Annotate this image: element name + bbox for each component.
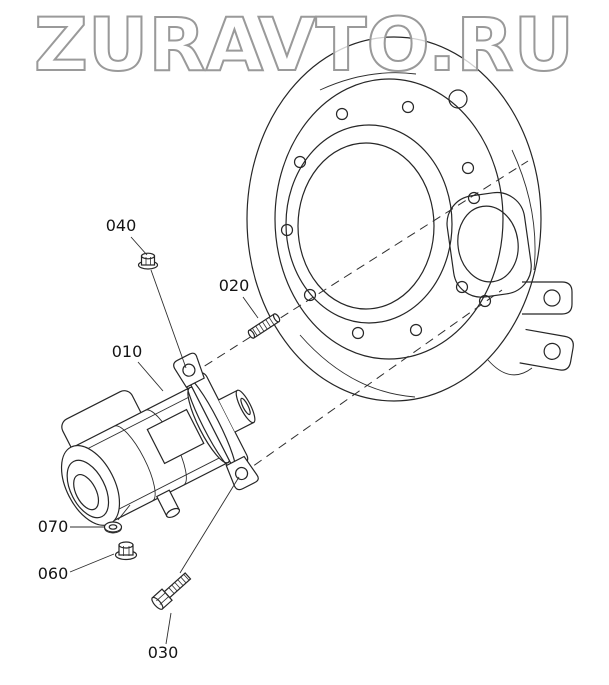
site-watermark: ZURAVTO.RU — [34, 3, 574, 88]
stud-020-drawing — [247, 313, 281, 339]
part-label-060: 060 — [38, 564, 69, 583]
assembly-line-nut040-to-ear — [150, 269, 187, 369]
starter-nose — [218, 389, 256, 433]
housing-inner-rim — [274, 78, 504, 360]
nut-060-drawing — [114, 541, 138, 561]
starter-rear-cap — [60, 444, 121, 526]
assembly-line-washer-to-stud — [117, 504, 131, 521]
housing-bolt-holes — [280, 100, 475, 340]
housing-central-bore-inner — [297, 142, 435, 310]
housing-central-bore — [285, 124, 453, 324]
starter-mounting-pad — [446, 191, 532, 298]
bolt-threads — [168, 574, 190, 594]
stud-threads — [251, 317, 275, 336]
pad-stud-hole-top — [467, 191, 481, 205]
housing-lug-upper — [522, 281, 573, 315]
part-label-030: 030 — [148, 643, 179, 662]
housing-top-eyelet — [448, 89, 468, 109]
part-label-010: 010 — [112, 342, 143, 361]
flywheel-housing — [246, 36, 574, 402]
housing-lug-lower — [519, 328, 574, 371]
alignment-dashed-line-bottom — [241, 289, 503, 475]
leader-040 — [130, 236, 148, 256]
leader-lines — [69, 236, 259, 645]
leader-030 — [165, 612, 172, 645]
leader-060 — [69, 553, 115, 573]
leader-010 — [137, 361, 164, 392]
part-label-040: 040 — [106, 216, 137, 235]
starter-motor-drawing — [60, 352, 259, 526]
assembly-line-bolt030-to-ear — [179, 476, 240, 574]
nut-040-drawing — [137, 252, 159, 270]
alignment-dashed-line-top — [191, 160, 529, 375]
part-label-020: 020 — [219, 276, 250, 295]
part-label-070: 070 — [38, 517, 69, 536]
housing-casting-lines — [299, 72, 536, 398]
washer-070-drawing — [103, 521, 123, 534]
leader-020 — [242, 296, 259, 319]
housing-outer-contour — [246, 36, 542, 402]
starter-name-plate — [146, 408, 205, 465]
bolt-030-drawing — [151, 572, 192, 610]
starter-terminal-stub — [155, 489, 181, 519]
pad-stud-hole-bottom — [478, 294, 492, 308]
starter-ear-bottom — [225, 455, 259, 491]
